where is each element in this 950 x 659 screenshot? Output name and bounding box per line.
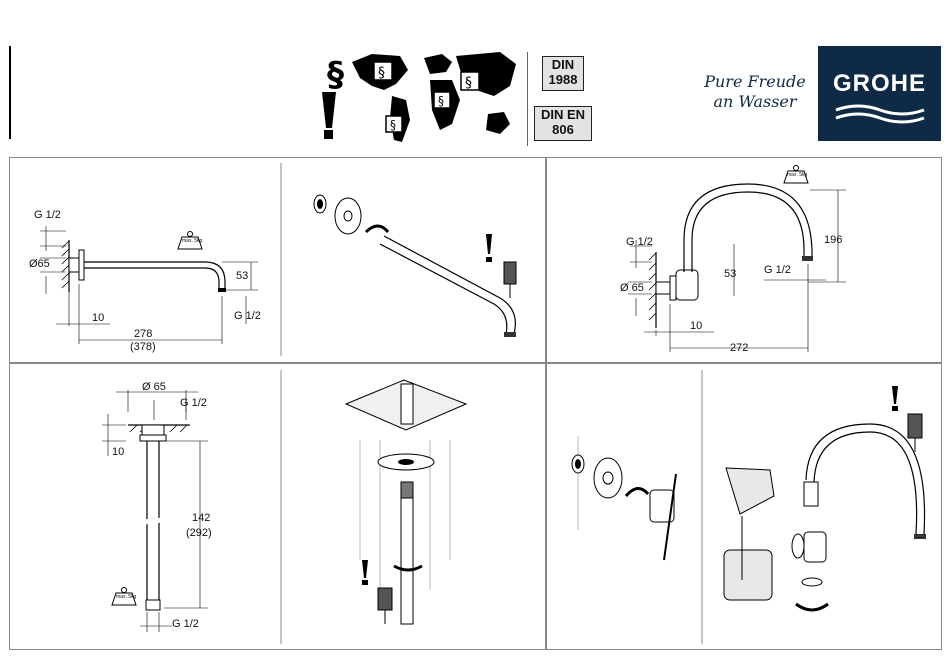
curved-install-illustration [0, 0, 950, 659]
